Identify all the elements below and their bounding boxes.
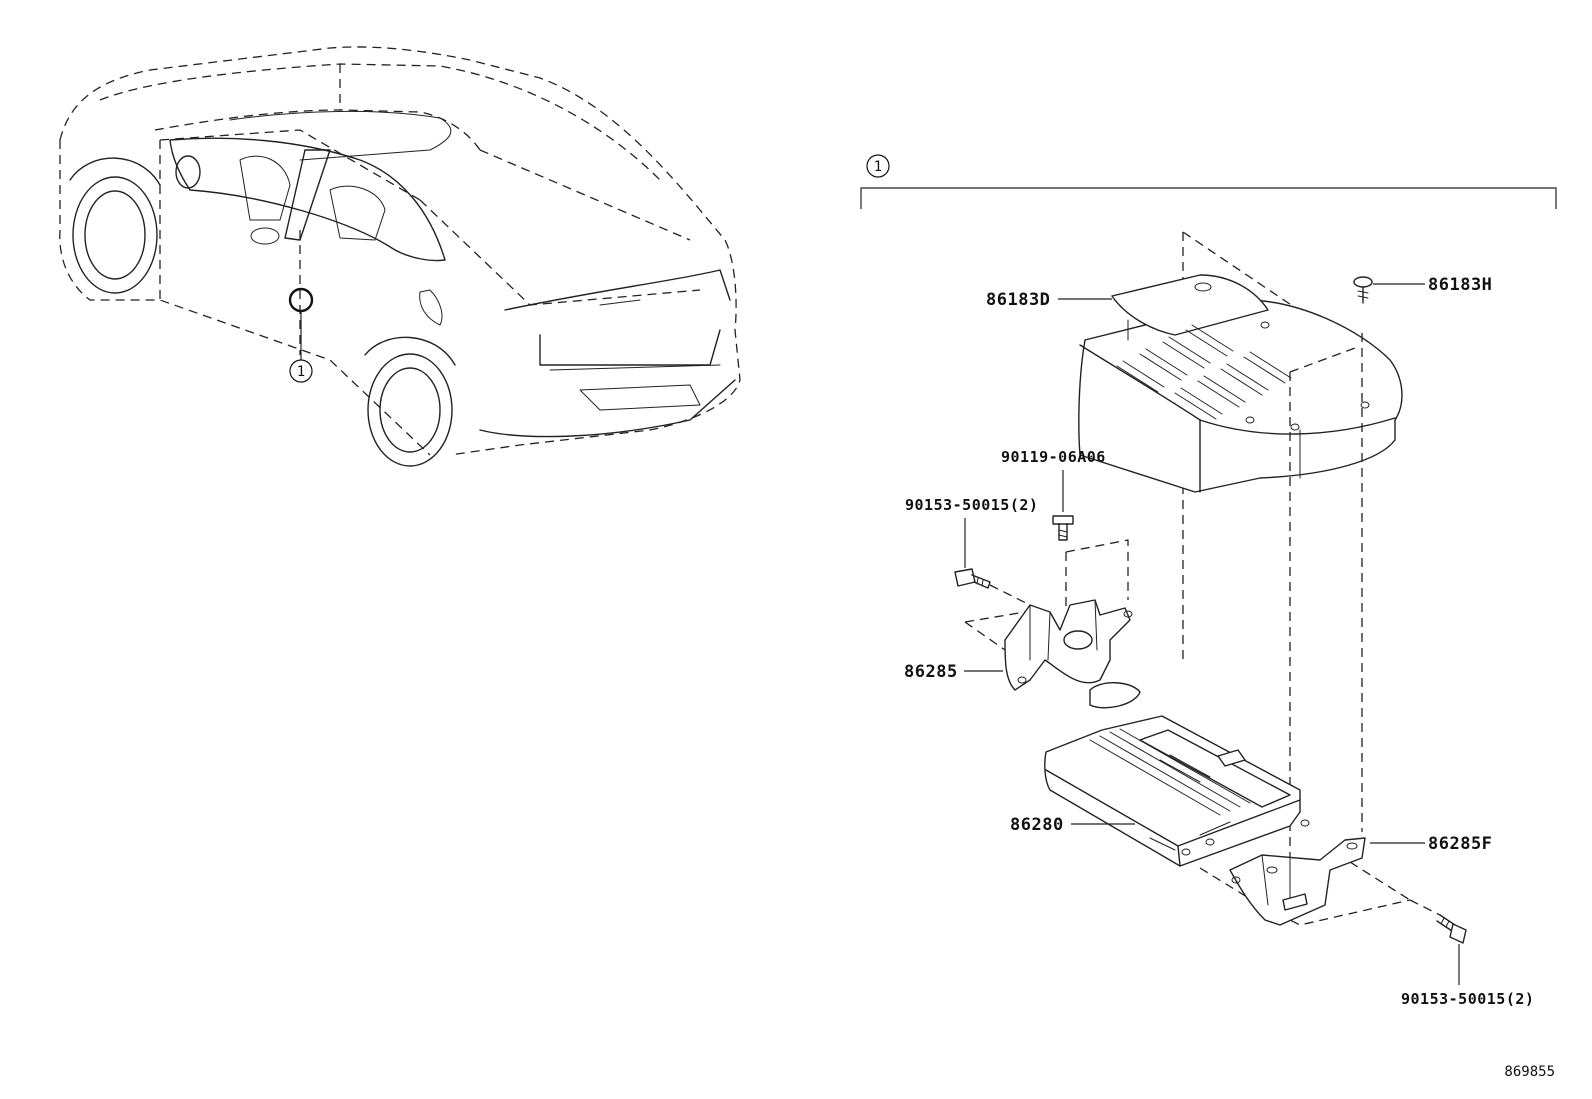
bolt-left-drawing — [954, 568, 1041, 611]
cover-part-drawing — [1078, 231, 1403, 860]
diagram-reference-number: 869855 — [1504, 1064, 1555, 1080]
label-cover: 86183D — [986, 290, 1050, 310]
label-clip: 86183H — [1428, 275, 1492, 295]
label-bracket-left: 86285 — [904, 662, 958, 682]
car-callout-badge — [289, 359, 313, 383]
assembly-callout-number: 1 — [874, 159, 882, 175]
label-bolt-top: 90119-06A06 — [1001, 448, 1106, 466]
unit-part-drawing — [1044, 715, 1310, 867]
label-unit: 86280 — [1010, 815, 1064, 835]
car-callout-number: 1 — [297, 364, 305, 380]
clip-part-drawing — [1353, 276, 1373, 304]
location-marker-circle — [288, 287, 314, 313]
label-bracket-right: 86285F — [1428, 834, 1492, 854]
assembly-group-header: 1 — [860, 154, 1557, 209]
bracket-left-drawing — [964, 539, 1141, 709]
label-bolt-left: 90153-50015(2) — [905, 496, 1038, 514]
bolt-top-drawing — [1052, 515, 1074, 541]
assembly-callout-badge — [866, 154, 890, 178]
label-bolt-right: 90153-50015(2) — [1401, 990, 1534, 1008]
bolt-right-drawing — [1409, 899, 1467, 944]
bracket-right-drawing — [1199, 837, 1411, 926]
car-overview-illustration: 1 — [59, 46, 741, 467]
